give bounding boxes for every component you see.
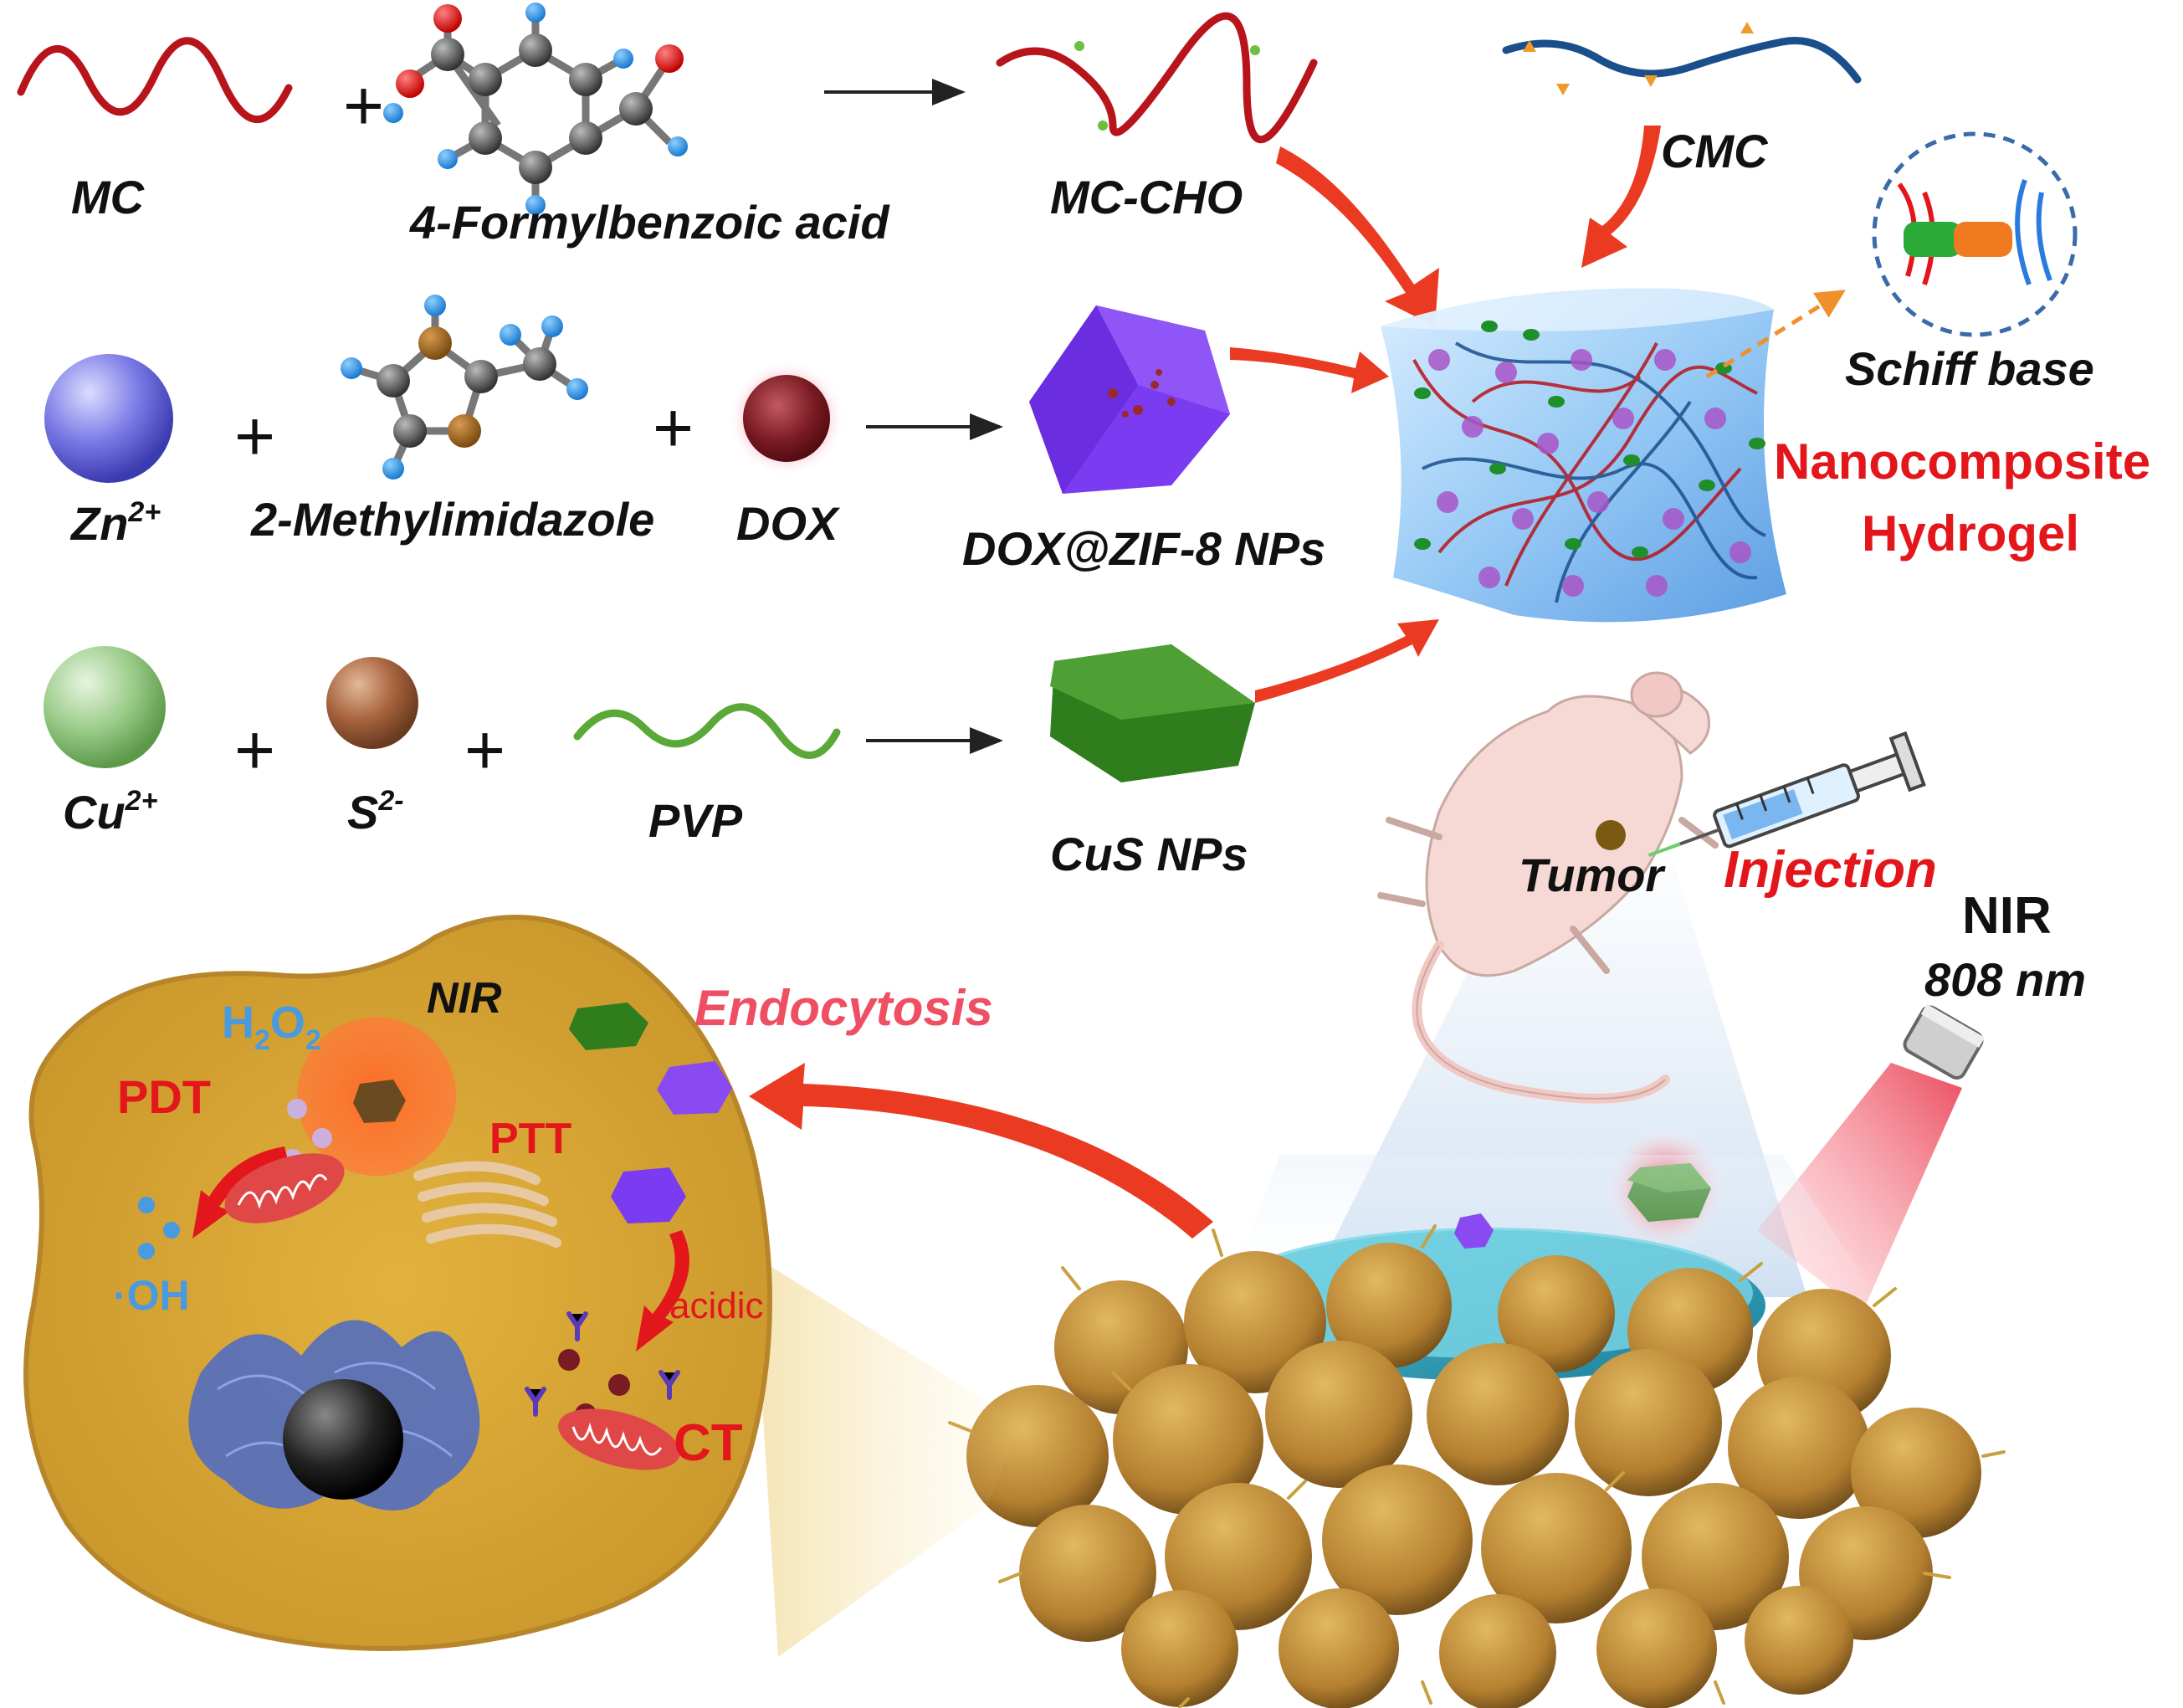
label-mc-cho: MC-CHO	[1050, 171, 1243, 223]
label-tumor: Tumor	[1519, 849, 1666, 901]
plus-sign: +	[464, 710, 505, 789]
label-cmc: CMC	[1661, 125, 1769, 177]
cus-nanoparticle	[1050, 644, 1255, 782]
cus-in-cell	[353, 1080, 406, 1123]
plus-sign: +	[653, 388, 694, 467]
mc-cho-chain	[996, 12, 1318, 144]
label-nanocomposite: Nanocomposite	[1774, 433, 2150, 490]
label-cu-ion: Cu2+	[63, 785, 158, 839]
mitochondrion-upper	[224, 1153, 345, 1223]
label-nir: NIR	[1962, 887, 2052, 945]
y-shaped-receptors	[525, 1311, 680, 1417]
cell-zoom-beam	[753, 1255, 1021, 1657]
label-formylbenzoic-acid: 4-Formylbenzoic acid	[409, 196, 890, 249]
plus-sign: +	[343, 66, 384, 145]
schiff-base-zoom-circle	[1872, 131, 2078, 337]
dox-sphere	[743, 375, 830, 462]
row1-labels: MC 4-Formylbenzoic acid MC-CHO CMC	[71, 125, 1769, 249]
cu-ion-sphere	[44, 646, 166, 768]
label-schiff-base: Schiff base	[1845, 342, 2094, 395]
label-zn-ion: Zn2+	[69, 496, 161, 550]
label-endocytosis: Endocytosis	[694, 980, 993, 1036]
label-cell-nir: NIR	[427, 974, 502, 1023]
label-dox-zif8: DOX@ZIF-8 NPs	[962, 522, 1325, 575]
red-process-arrows	[1230, 126, 1661, 703]
label-ct: CT	[674, 1414, 743, 1472]
label-mc: MC	[71, 171, 146, 223]
golgi-apparatus	[413, 1161, 561, 1248]
label-h2o2: H2O2	[222, 998, 321, 1056]
cell-nucleus	[283, 1379, 403, 1500]
endocytosis-arrow	[749, 1063, 1213, 1239]
plus-sign: +	[234, 397, 275, 475]
label-dox: DOX	[736, 497, 841, 550]
acidic-arrow	[636, 1230, 689, 1352]
label-acidic: acidic	[669, 1285, 764, 1326]
label-methylimidazole: 2-Methylimidazole	[250, 493, 654, 546]
pvp-chain	[573, 703, 841, 759]
zif-in-cell	[611, 1167, 686, 1223]
label-cus-nps: CuS NPs	[1050, 828, 1248, 880]
formylbenzoic-acid-molecule	[383, 3, 688, 215]
label-nir-wavelength: 808 nm	[1924, 953, 2086, 1006]
label-injection: Injection	[1724, 841, 1937, 899]
dox-zif8-nanoparticle	[1029, 305, 1230, 494]
mitochondrion-lower	[558, 1408, 680, 1470]
zif-particle-on-disk	[1454, 1213, 1494, 1249]
cmc-amine-markers	[1523, 22, 1754, 95]
label-pvp: PVP	[648, 794, 743, 847]
tumor-spot	[1596, 820, 1626, 850]
sulfide-ion-sphere	[326, 657, 418, 749]
tumor-cell-mass	[948, 1224, 2006, 1708]
mouse-illustration	[1377, 671, 1719, 1104]
mc-polymer-chain	[17, 37, 293, 124]
label-oh: ·OH	[113, 1272, 190, 1319]
cell-labels: H2O2 NIR PDT PTT ·OH acidic CT	[113, 974, 764, 1472]
oh-radicals	[138, 1197, 180, 1259]
nir-laser-device	[1903, 1003, 1986, 1080]
tumor-cell-spheres	[966, 1243, 1981, 1708]
syringe-icon	[1647, 731, 1926, 858]
label-pdt: PDT	[117, 1070, 211, 1123]
label-hydrogel: Hydrogel	[1862, 505, 2079, 562]
schiff-base-pointer	[1705, 290, 1846, 379]
zn-ion-sphere	[44, 354, 173, 483]
plus-signs: + + + + +	[234, 66, 694, 789]
cmc-chain	[1502, 37, 1862, 84]
label-ptt: PTT	[489, 1115, 571, 1163]
nanocomposite-hydrogel-cube	[1381, 288, 1786, 623]
cus-free-particle	[569, 1003, 648, 1050]
plus-sign: +	[234, 710, 275, 789]
zif-free-particle	[657, 1061, 732, 1115]
label-sulfide-ion: S2-	[347, 785, 404, 839]
